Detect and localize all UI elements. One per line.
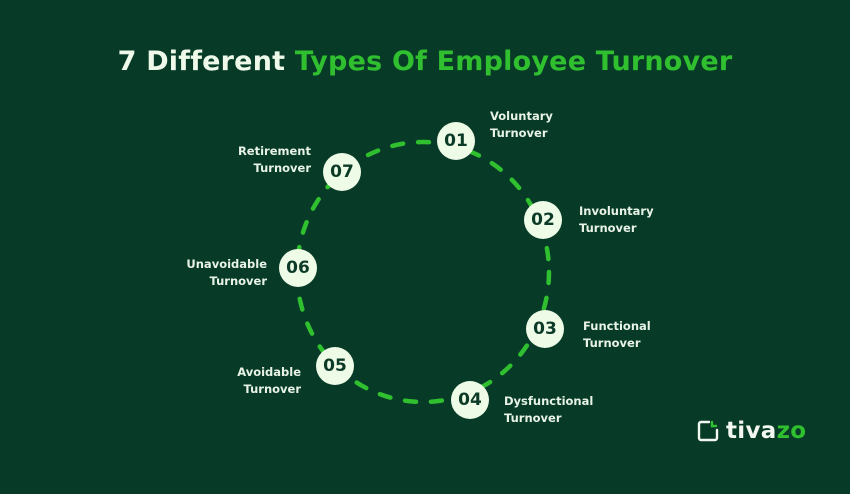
tivazo-logo: tivazo bbox=[697, 418, 806, 444]
page-title: 7 Different Types Of Employee Turnover bbox=[0, 46, 850, 77]
node-07: 07 bbox=[323, 153, 361, 191]
label-line1: Unavoidable bbox=[186, 257, 267, 271]
node-05: 05 bbox=[316, 347, 354, 385]
logo-text-accent: zo bbox=[776, 418, 807, 444]
node-03: 03 bbox=[526, 310, 564, 348]
node-02: 02 bbox=[524, 201, 562, 239]
label-line1: Dysfunctional bbox=[504, 394, 594, 408]
logo-text-main: tiva bbox=[726, 418, 777, 444]
label-line1: Functional bbox=[583, 319, 651, 333]
label-line2: Turnover bbox=[209, 274, 268, 288]
label-functional: Functional Turnover bbox=[583, 318, 651, 352]
node-01: 01 bbox=[437, 122, 475, 160]
label-involuntary: Involuntary Turnover bbox=[579, 203, 654, 237]
label-dysfunctional: Dysfunctional Turnover bbox=[504, 393, 593, 427]
logo-text: tivazo bbox=[726, 418, 806, 444]
label-line1: Voluntary bbox=[490, 109, 553, 123]
label-avoidable: Avoidable Turnover bbox=[237, 364, 301, 398]
label-line2: Turnover bbox=[579, 221, 637, 235]
node-04: 04 bbox=[451, 381, 489, 419]
title-part-white: 7 Different bbox=[117, 46, 286, 77]
label-line1: Avoidable bbox=[237, 365, 301, 379]
label-line2: Turnover bbox=[243, 382, 302, 396]
title-part-green: Types Of Employee Turnover bbox=[294, 46, 733, 77]
label-line2: Turnover bbox=[583, 336, 641, 350]
label-retirement: Retirement Turnover bbox=[238, 143, 311, 177]
label-line1: Retirement bbox=[237, 144, 311, 158]
tivazo-logo-icon bbox=[697, 420, 719, 442]
label-voluntary: Voluntary Turnover bbox=[490, 108, 553, 142]
label-line1: Involuntary bbox=[579, 204, 654, 218]
label-unavoidable: Unavoidable Turnover bbox=[186, 256, 267, 290]
label-line2: Turnover bbox=[504, 411, 562, 425]
label-line2: Turnover bbox=[253, 161, 312, 175]
label-line2: Turnover bbox=[490, 126, 548, 140]
node-06: 06 bbox=[279, 249, 317, 287]
